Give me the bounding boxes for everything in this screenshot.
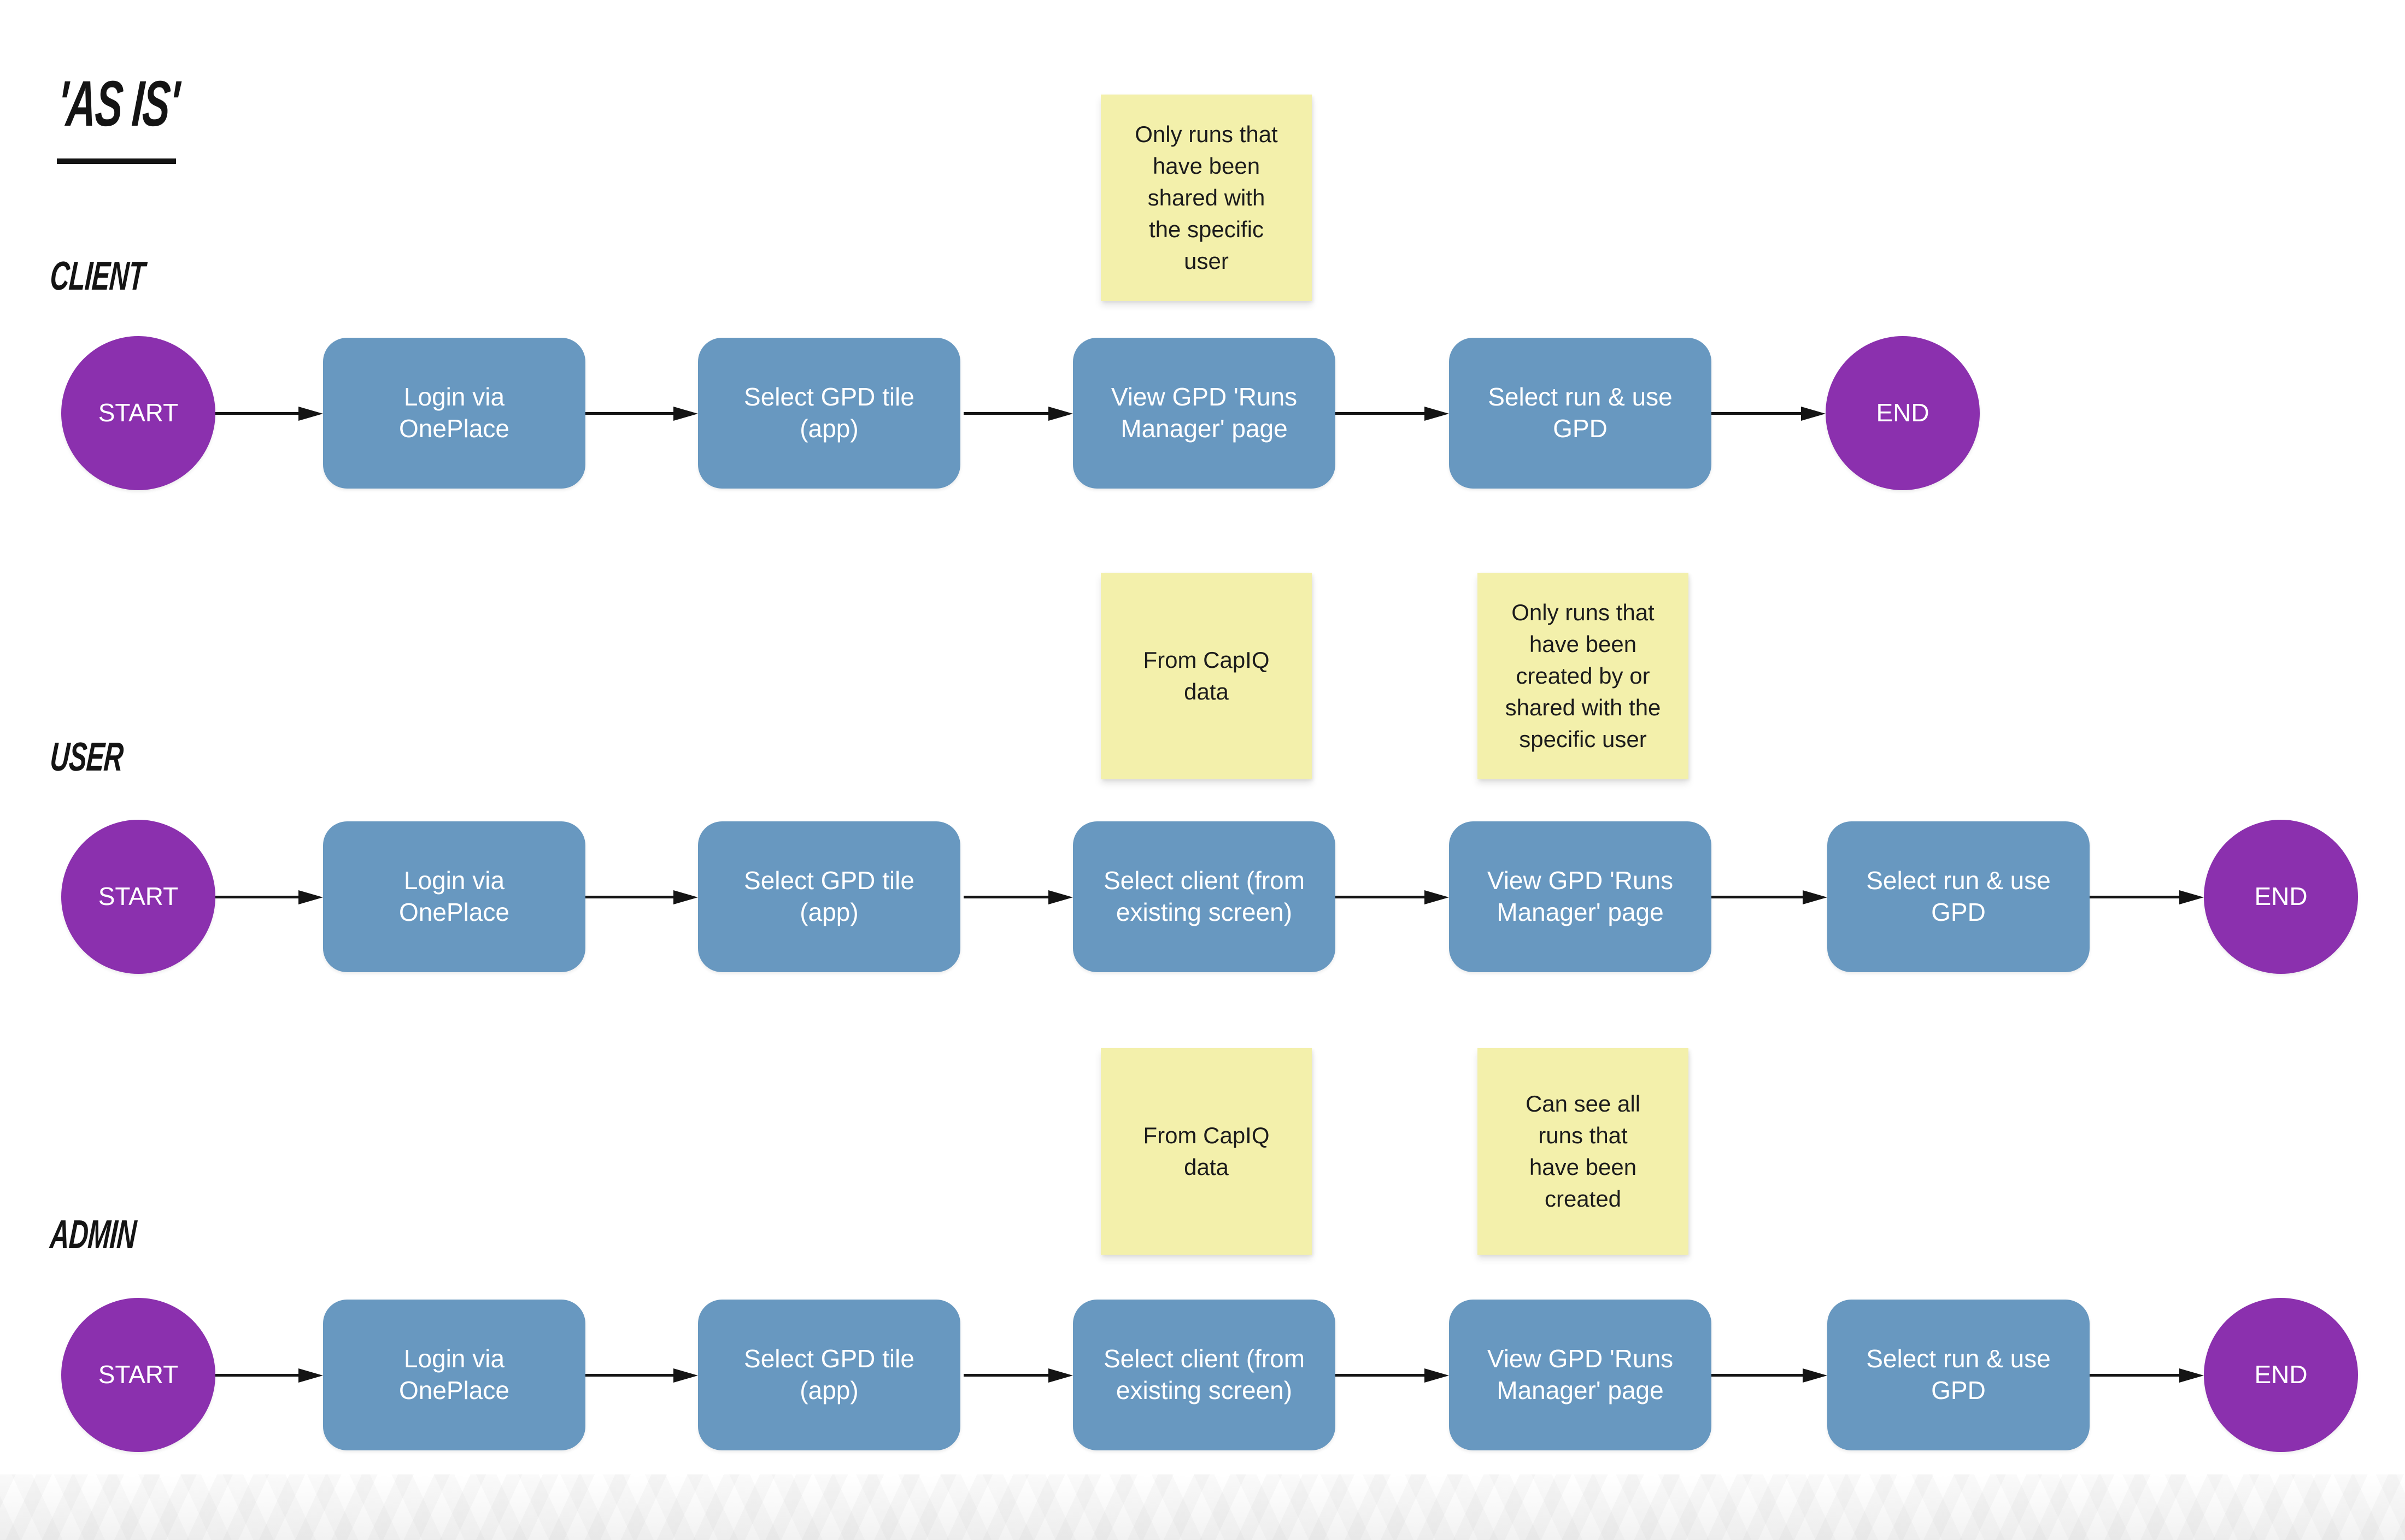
lane-label-admin: ADMIN xyxy=(49,1212,138,1257)
node-user-select-client[interactable]: Select client (from existing screen) xyxy=(1073,821,1335,972)
lane-label-client: CLIENT xyxy=(49,253,146,298)
connector-arrow-client-2[interactable] xyxy=(585,412,673,415)
page-title: 'AS IS' xyxy=(55,68,181,140)
connector-arrow-admin-4[interactable] xyxy=(1335,1374,1424,1377)
sticky-note-admin-all-runs[interactable]: Can see all runs that have been created xyxy=(1477,1048,1688,1255)
connector-arrow-user-4[interactable] xyxy=(1335,896,1424,898)
node-admin-select-client[interactable]: Select client (from existing screen) xyxy=(1073,1300,1335,1450)
connector-arrow-admin-6[interactable] xyxy=(2090,1374,2179,1377)
node-client-start[interactable]: START xyxy=(61,336,215,490)
connector-arrow-user-3[interactable] xyxy=(964,896,1048,898)
connector-arrow-client-5[interactable] xyxy=(1711,412,1801,415)
connector-arrow-client-1[interactable] xyxy=(215,412,298,415)
connector-arrow-admin-3[interactable] xyxy=(964,1374,1048,1377)
sticky-note-user-capiq-data[interactable]: From CapIQ data xyxy=(1101,573,1312,779)
connector-arrow-client-4[interactable] xyxy=(1335,412,1424,415)
node-client-end[interactable]: END xyxy=(1826,336,1980,490)
node-admin-select-run-use-gpd[interactable]: Select run & use GPD xyxy=(1827,1300,2090,1450)
node-user-view-runs-manager[interactable]: View GPD 'Runs Manager' page xyxy=(1449,821,1711,972)
node-admin-view-runs-manager[interactable]: View GPD 'Runs Manager' page xyxy=(1449,1300,1711,1450)
connector-arrow-user-2[interactable] xyxy=(585,896,673,898)
sticky-note-admin-capiq-data[interactable]: From CapIQ data xyxy=(1101,1048,1312,1255)
node-user-start[interactable]: START xyxy=(61,820,215,974)
node-client-select-gpd-tile[interactable]: Select GPD tile (app) xyxy=(698,338,960,489)
sticky-note-client-shared-runs[interactable]: Only runs that have been shared with the… xyxy=(1101,95,1312,301)
node-admin-login-oneplace[interactable]: Login via OnePlace xyxy=(323,1300,585,1450)
node-user-login-oneplace[interactable]: Login via OnePlace xyxy=(323,821,585,972)
connector-arrow-user-5[interactable] xyxy=(1711,896,1803,898)
node-admin-end[interactable]: END xyxy=(2204,1298,2358,1452)
node-user-select-gpd-tile[interactable]: Select GPD tile (app) xyxy=(698,821,960,972)
title-underline xyxy=(57,158,176,164)
connector-arrow-user-1[interactable] xyxy=(215,896,298,898)
node-user-end[interactable]: END xyxy=(2204,820,2358,974)
canvas-bottom-texture xyxy=(0,1474,2405,1540)
node-client-login-oneplace[interactable]: Login via OnePlace xyxy=(323,338,585,489)
connector-arrow-admin-5[interactable] xyxy=(1711,1374,1803,1377)
lane-label-user: USER xyxy=(49,734,125,779)
node-user-select-run-use-gpd[interactable]: Select run & use GPD xyxy=(1827,821,2090,972)
connector-arrow-admin-2[interactable] xyxy=(585,1374,673,1377)
node-client-view-runs-manager[interactable]: View GPD 'Runs Manager' page xyxy=(1073,338,1335,489)
connector-arrow-user-6[interactable] xyxy=(2090,896,2179,898)
sticky-note-user-created-or-shared[interactable]: Only runs that have been created by or s… xyxy=(1477,573,1688,779)
connector-arrow-client-3[interactable] xyxy=(964,412,1048,415)
connector-arrow-admin-1[interactable] xyxy=(215,1374,298,1377)
node-admin-start[interactable]: START xyxy=(61,1298,215,1452)
node-admin-select-gpd-tile[interactable]: Select GPD tile (app) xyxy=(698,1300,960,1450)
node-client-select-run-use-gpd[interactable]: Select run & use GPD xyxy=(1449,338,1711,489)
